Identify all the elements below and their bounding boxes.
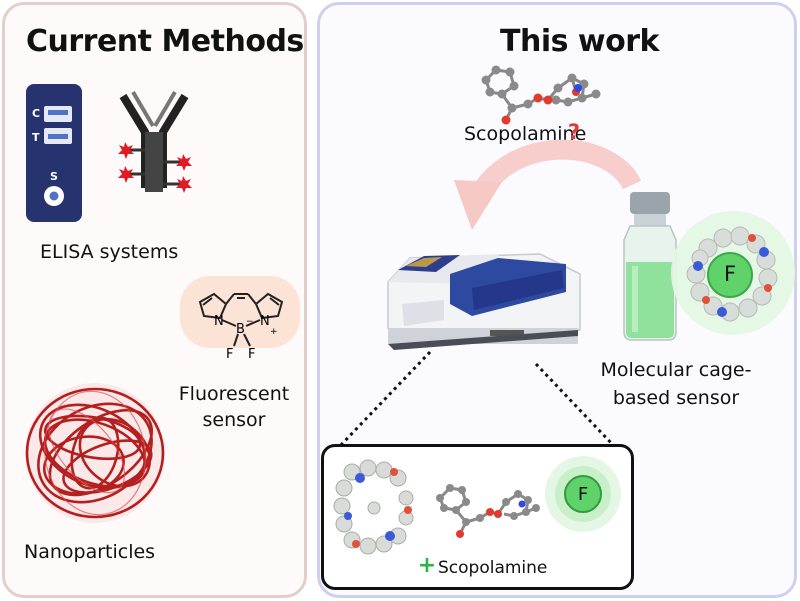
elisa-test-strip-icon: C T S (26, 84, 82, 222)
fluorophore-letter-zoom: F (577, 484, 589, 505)
scopolamine-zoom-label: Scopolamine (438, 558, 548, 578)
strip-letter-s: S (50, 170, 58, 183)
spectrophotometer-icon (387, 253, 581, 350)
fluorophore-glow-icon (545, 456, 621, 532)
nanoparticles-label: Nanoparticles (24, 541, 156, 563)
elisa-label: ELISA systems (40, 241, 179, 263)
strip-letter-t: T (32, 131, 40, 144)
curved-arrow-icon (454, 139, 642, 230)
current-methods-title: Current Methods (26, 24, 304, 59)
atom-f-right: F (248, 347, 255, 362)
fluorescent-label-line2: sensor (202, 409, 266, 431)
atom-n-right: N (260, 314, 270, 329)
sensor-label-line1: Molecular cage- (600, 359, 752, 381)
bodipy-structure-icon: N B − N + F F (180, 276, 300, 362)
sample-vial-icon (623, 192, 677, 341)
charge-plus: + (270, 327, 278, 337)
atom-b: B (236, 322, 245, 337)
empty-cage-icon (333, 459, 414, 555)
strip-letter-c: C (32, 107, 40, 120)
fluorescent-label-line1: Fluorescent (178, 383, 290, 405)
nanoparticle-icon (25, 383, 165, 523)
atom-n-left: N (214, 314, 224, 329)
charge-minus: − (246, 317, 254, 327)
scopolamine-molecule-zoom-icon (436, 484, 540, 538)
antibody-icon (118, 90, 192, 193)
atom-f-left: F (226, 347, 233, 362)
plus-sign: + (417, 553, 437, 578)
scopolamine-molecule-icon (481, 65, 601, 125)
this-work-title: This work (500, 24, 659, 59)
fluorophore-letter: F (723, 262, 737, 286)
scopolamine-label: Scopolamine (464, 123, 587, 145)
question-mark: ? (567, 120, 581, 144)
sensor-label-line2: based sensor (612, 387, 740, 409)
molecular-cage-sensor-icon (671, 211, 795, 335)
